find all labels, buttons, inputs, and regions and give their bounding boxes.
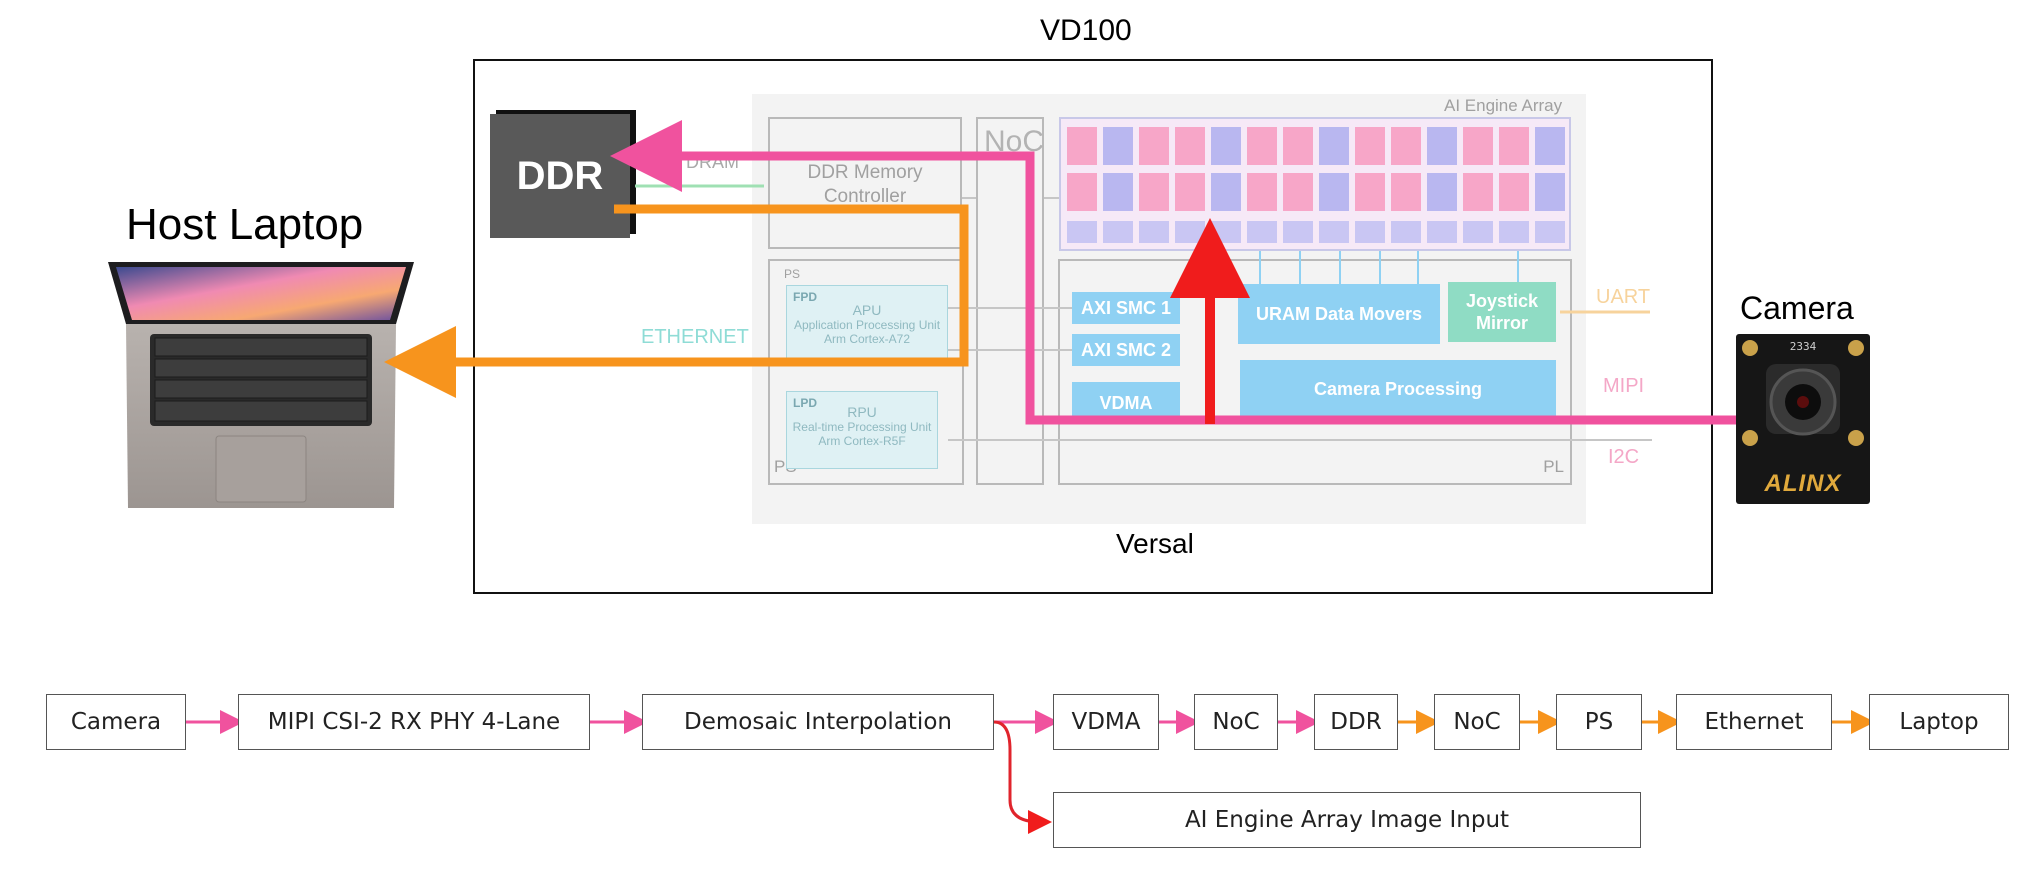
laptop-icon	[100, 258, 422, 510]
aie-interface-tile	[1103, 221, 1133, 243]
noc-label: NoC	[984, 125, 1045, 158]
alinx-logo-text: ALINX	[1764, 470, 1842, 497]
ai-engine-tiles	[1067, 127, 1565, 243]
aie-interface-tile	[1175, 221, 1205, 243]
lpd-rpu-block: LPD RPU Real-time Processing Unit Arm Co…	[786, 391, 938, 469]
axi-smc-2-block: AXI SMC 2	[1072, 334, 1180, 366]
rpu-line2: Arm Cortex-R5F	[818, 434, 906, 448]
rpu-line1: Real-time Processing Unit	[792, 420, 932, 434]
fpd-tag: FPD	[793, 290, 817, 304]
aie-tile	[1391, 173, 1421, 211]
flow-mipi-csi2: MIPI CSI-2 RX PHY 4-Lane	[238, 694, 590, 750]
aie-tile	[1427, 173, 1457, 211]
arrow-demosaic-to-aie	[993, 720, 1052, 834]
joystick-line1: Joystick	[1465, 291, 1539, 311]
flow-camera: Camera	[46, 694, 186, 750]
camera-label: Camera	[1740, 290, 1854, 326]
aie-tile	[1499, 127, 1529, 165]
mipi-io-label: MIPI	[1603, 375, 1645, 397]
flow-demosaic: Demosaic Interpolation	[642, 694, 994, 750]
aie-interface-tile	[1499, 221, 1529, 243]
aie-tile	[1247, 127, 1277, 165]
pl-label: PL	[1543, 457, 1564, 476]
aie-interface-tile	[1355, 221, 1385, 243]
aie-interface-tile	[1391, 221, 1421, 243]
ddr-memory-controller: DDR Memory Controller	[768, 117, 962, 249]
uart-io-label: UART	[1596, 286, 1651, 308]
noc-column: NoC	[976, 117, 1044, 485]
flow-ddr: DDR	[1314, 694, 1398, 750]
flow-laptop: Laptop	[1869, 694, 2009, 750]
aie-interface-tile	[1319, 221, 1349, 243]
dram-label: DRAM	[686, 152, 739, 172]
ddr-chip: DDR	[490, 114, 630, 238]
apu-line1: Application Processing Unit	[793, 318, 941, 332]
aie-tile	[1535, 127, 1565, 165]
aie-tile	[1211, 173, 1241, 211]
ps-small-label: PS	[784, 267, 801, 281]
joystick-mirror-block: Joystick Mirror	[1448, 282, 1556, 342]
aie-tile	[1139, 127, 1169, 165]
aie-interface-tile	[1139, 221, 1169, 243]
uram-data-movers-block: URAM Data Movers	[1238, 284, 1440, 344]
apu-line2: Arm Cortex-A72	[823, 332, 911, 346]
ethernet-io-label: ETHERNET	[641, 326, 749, 348]
flow-ethernet: Ethernet	[1676, 694, 1832, 750]
aie-tile	[1067, 173, 1097, 211]
aie-tile	[1283, 173, 1313, 211]
ddr-controller-label: DDR Memory Controller	[807, 162, 923, 207]
camera-part-number: 2334	[1789, 340, 1817, 353]
aie-tile	[1319, 173, 1349, 211]
vdma-block: VDMA	[1072, 382, 1180, 424]
aie-tile	[1175, 127, 1205, 165]
camera-module-icon: 2334 ALINX	[1736, 334, 1870, 504]
flow-ps: PS	[1556, 694, 1642, 750]
aie-tile	[1283, 127, 1313, 165]
aie-tile	[1427, 127, 1457, 165]
aie-tile	[1463, 173, 1493, 211]
aie-tile	[1247, 173, 1277, 211]
aie-tile	[1535, 173, 1565, 211]
apu-title: APU	[852, 302, 882, 318]
aie-array-label: AI Engine Array	[1444, 96, 1563, 115]
ai-engine-array	[1059, 117, 1571, 251]
host-laptop-label: Host Laptop	[126, 200, 364, 249]
aie-tile	[1355, 173, 1385, 211]
aie-interface-tile	[1463, 221, 1493, 243]
camera-processing-block: Camera Processing	[1240, 360, 1556, 418]
versal-label: Versal	[1116, 528, 1194, 559]
flow-vdma: VDMA	[1053, 694, 1159, 750]
flow-aie-input: AI Engine Array Image Input	[1053, 792, 1641, 848]
aie-tile	[1211, 127, 1241, 165]
aie-tile	[1067, 127, 1097, 165]
fpd-apu-block: FPD APU Application Processing Unit Arm …	[786, 285, 948, 365]
aie-tile	[1391, 127, 1421, 165]
board-title: VD100	[1040, 14, 1132, 47]
aie-tile	[1139, 173, 1169, 211]
aie-tile	[1319, 127, 1349, 165]
aie-tile	[1499, 173, 1529, 211]
joystick-line2: Mirror	[1475, 313, 1528, 333]
aie-interface-tile	[1247, 221, 1277, 243]
lpd-tag: LPD	[793, 396, 817, 410]
aie-interface-tile	[1535, 221, 1565, 243]
aie-tile	[1103, 127, 1133, 165]
aie-tile	[1463, 127, 1493, 165]
aie-tile	[1175, 173, 1205, 211]
aie-tile	[1355, 127, 1385, 165]
aie-interface-tile	[1211, 221, 1241, 243]
aie-interface-tile	[1427, 221, 1457, 243]
flow-noc-1: NoC	[1194, 694, 1278, 750]
aie-interface-tile	[1283, 221, 1313, 243]
axi-smc-1-block: AXI SMC 1	[1072, 292, 1180, 324]
aie-tile	[1103, 173, 1133, 211]
flow-noc-2: NoC	[1434, 694, 1520, 750]
aie-interface-tile	[1067, 221, 1097, 243]
i2c-io-label: I2C	[1608, 446, 1640, 468]
